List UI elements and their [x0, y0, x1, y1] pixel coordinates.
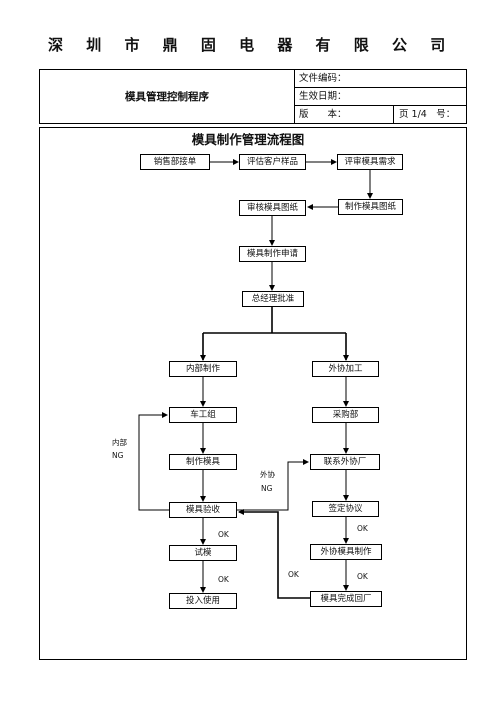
label-ok-production: OK — [357, 572, 368, 581]
page-number-field: 页 1/4 号： — [399, 109, 456, 120]
node-gm-approval: 总经理批准 — [242, 291, 304, 307]
version-page-divider — [393, 106, 394, 123]
node-mold-acceptance: 模具验收 — [169, 502, 237, 518]
version-field: 版 本： — [299, 109, 347, 120]
arrow-return-to-acceptance — [238, 509, 310, 599]
node-put-into-use: 投入使用 — [169, 593, 237, 609]
flowchart-title: 模具制作管理流程图 — [191, 132, 305, 147]
document-title: 模具管理控制程序 — [40, 70, 295, 123]
node-review-requirements: 评审模具需求 — [337, 154, 403, 170]
label-internal-ng-1: 内部 — [112, 438, 127, 447]
node-make-mold: 制作模具 — [169, 454, 237, 470]
node-lathe-team: 车工组 — [169, 407, 237, 423]
node-mold-returned: 模具完成回厂 — [310, 591, 382, 607]
file-code-field: 文件编码： — [295, 70, 467, 88]
node-outsource: 外协加工 — [312, 361, 379, 377]
arrow-outsource-ng-loop — [237, 459, 309, 511]
node-sign-agreement: 签定协议 — [312, 501, 379, 517]
node-sales-order: 销售部接单 — [140, 154, 210, 170]
node-make-drawing: 制作模具图纸 — [338, 199, 403, 215]
effective-date-field: 生效日期： — [295, 88, 467, 106]
node-contact-supplier: 联系外协厂 — [310, 454, 380, 470]
label-outsource-ng-2: NG — [261, 484, 273, 493]
node-evaluate-sample: 评估客户样品 — [239, 154, 306, 170]
node-review-drawing: 审核模具图纸 — [239, 200, 306, 216]
label-outsource-ng-1: 外协 — [260, 470, 275, 479]
node-internal-production: 内部制作 — [169, 361, 237, 377]
arrow-internal-ng-loop — [138, 412, 169, 511]
version-page-row: 版 本： 页 1/4 号： — [295, 106, 467, 124]
label-ok-trial: OK — [218, 575, 229, 584]
label-ok-acceptance: OK — [218, 530, 229, 539]
node-trial-mold: 试模 — [169, 545, 237, 561]
node-purchasing: 采购部 — [312, 407, 379, 423]
node-outsource-production: 外协模具制作 — [310, 544, 382, 560]
document-header-table: 模具管理控制程序 文件编码： 生效日期： 版 本： 页 1/4 号： — [39, 69, 467, 124]
node-mold-application: 模具制作申请 — [239, 246, 306, 262]
label-internal-ng-2: NG — [112, 451, 124, 460]
label-ok-return: OK — [288, 570, 299, 579]
company-name: 深 圳 市 鼎 固 电 器 有 限 公 司 — [48, 36, 455, 54]
label-ok-agreement: OK — [357, 524, 368, 533]
flowchart-frame — [39, 127, 467, 660]
